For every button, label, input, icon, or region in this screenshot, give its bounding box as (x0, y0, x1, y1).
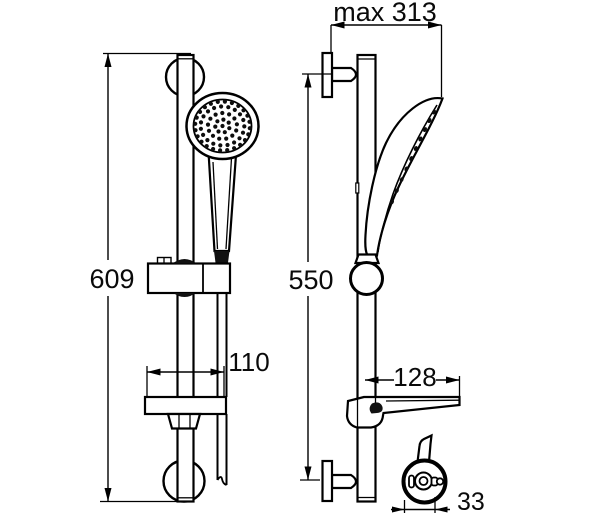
dimension-side-height: 550 (288, 73, 334, 481)
dim-label-33: 33 (457, 488, 485, 516)
dimension-front-height: 609 (89, 52, 191, 503)
spray-nozzle-dots (193, 99, 252, 153)
front-soap-dish (143, 395, 228, 430)
front-slider-holder (146, 256, 232, 297)
side-soap-dish (345, 395, 461, 429)
dimension-side-dish-depth: 128 (365, 362, 461, 396)
dim-label-550: 550 (288, 265, 333, 295)
side-view: max 313 550 128 33 (288, 0, 484, 516)
side-nozzle-dots (389, 109, 437, 205)
dimension-front-dish-width: 110 (146, 347, 270, 396)
bracket-cover-flap (416, 433, 433, 464)
dimension-max-reach: max 313 (330, 0, 443, 97)
dimension-bracket-width: 33 (391, 488, 485, 516)
side-bottom-bracket (321, 459, 358, 503)
side-hand-shower (364, 97, 444, 257)
dim-label-609: 609 (89, 264, 134, 294)
front-hand-shower (185, 91, 260, 267)
bracket-detail-view (401, 433, 448, 505)
side-top-bracket (321, 51, 358, 99)
dim-label-128: 128 (393, 362, 436, 392)
front-shower-hose (216, 293, 228, 486)
dim-label-110: 110 (228, 347, 269, 377)
hose-break-symbol (216, 476, 227, 486)
side-slider-knob (349, 253, 384, 296)
dim-label-max-313: max 313 (333, 0, 437, 27)
front-view: 609 110 (89, 52, 270, 503)
